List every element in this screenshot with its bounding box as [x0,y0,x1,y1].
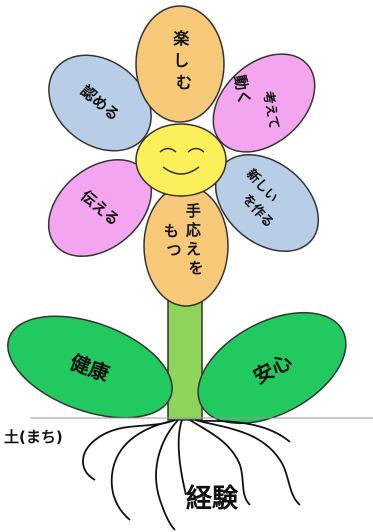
pb2-c2: つ [166,241,181,259]
pb1-c2: 応 [186,221,201,239]
leaf-left: 健康 [7,315,173,419]
petal-upper-left: 認める [48,54,152,152]
pb2-c1: も [164,222,179,240]
petal-upper-right-sub: 考えて [260,90,282,131]
pb1-c1: 手 [186,202,201,220]
flower-center-face [135,123,227,197]
petal-bottom-line2: も つ [164,222,184,259]
petal-upper-right-main: 動く [231,74,254,107]
petal-upper-right: 動く 考えて [212,53,316,153]
pb1-c3: え [186,240,201,258]
petal-lower-left: 伝える [47,158,153,258]
leaf-right: 安心 [197,311,347,425]
petal-top-char-3: む [176,73,192,92]
petal-lower-right: 新しい を作る [214,153,320,253]
petal-top-char-2: し [173,51,189,70]
petal-bottom-line1: 手 応 え を [186,202,206,277]
smile [162,166,200,175]
ground-label: 土(まち) [4,428,63,446]
pb1-c4: を [188,259,203,277]
right-eye [187,147,205,153]
petal-top-char-1: 楽 [172,29,190,48]
petal-top-label: 楽 し む [172,29,195,92]
petal-top: 楽 し む [135,5,225,123]
left-eye [159,147,177,153]
roots-label: 経験 [186,483,239,514]
roots [82,419,301,531]
petal-bottom: 手 応 え を も つ [143,185,229,307]
